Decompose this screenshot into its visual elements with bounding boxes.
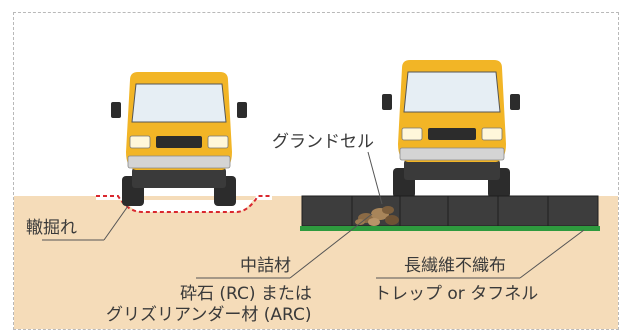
label-grand-cell: グランドセル	[272, 132, 374, 152]
label-geotextile: 長繊維不織布	[404, 256, 506, 276]
truck-left-bumper	[127, 155, 231, 169]
truck-right-headlight-left	[401, 127, 423, 141]
grand-cell	[301, 195, 599, 227]
diagram-frame	[13, 12, 619, 330]
truck-right-grille	[428, 128, 476, 140]
truck-right-windshield	[403, 71, 501, 113]
truck-right	[382, 60, 520, 198]
leader-infill	[289, 213, 373, 279]
leader-grand-cell	[367, 151, 383, 205]
truck-right-mirror-right	[510, 94, 520, 110]
truck-right-headlight-right	[481, 127, 503, 141]
label-gravel-line2: グリズリアンダー材 (ARC)	[106, 305, 312, 325]
truck-right-bumper	[399, 147, 505, 161]
cell-panel	[497, 195, 549, 227]
truck-left-headlight-right	[207, 135, 229, 149]
cell-panel	[547, 195, 599, 227]
truck-right-mirror-left	[382, 94, 392, 110]
truck-left-mirror-left	[111, 102, 121, 118]
label-gravel-line1: 砕石 (RC) または	[180, 284, 312, 304]
truck-left-grille	[156, 136, 202, 148]
truck-left-headlight-left	[129, 135, 151, 149]
label-rut: 轍掘れ	[26, 218, 77, 238]
geotextile-layer	[300, 226, 600, 231]
leader-rut-diagonal	[103, 205, 129, 241]
truck-left-windshield	[131, 83, 227, 123]
cell-panel	[399, 195, 449, 227]
leader-geotextile	[519, 229, 585, 279]
truck-left-mirror-right	[237, 102, 247, 118]
label-infill: 中詰材	[240, 256, 291, 276]
cell-panel	[447, 195, 499, 227]
truck-left	[111, 72, 247, 206]
cell-panel	[301, 195, 353, 227]
truck-left-underbody	[132, 168, 226, 188]
label-geotextile-types: トレップ or タフネル	[374, 284, 539, 304]
truck-right-underbody	[404, 160, 500, 180]
